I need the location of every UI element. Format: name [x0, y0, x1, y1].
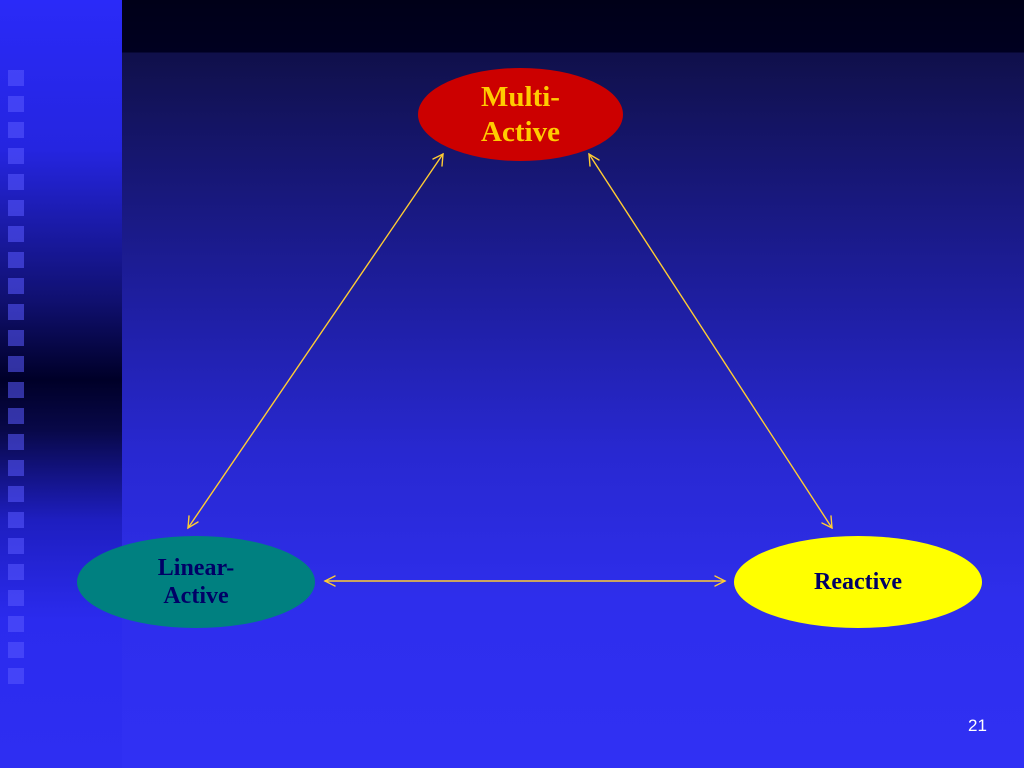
linear-active-label-line1: Linear- [157, 554, 235, 581]
linear-active-node: Linear- Active [77, 536, 315, 628]
reactive-node: Reactive [734, 536, 982, 628]
multi-active-node: Multi- Active [418, 68, 623, 161]
left-decorative-strip [0, 0, 122, 768]
multi-active-label-line2: Active [481, 115, 560, 148]
arrow-linear-reactive [323, 575, 727, 587]
multi-active-label-line1: Multi- [481, 81, 560, 114]
decorative-squares [8, 70, 26, 710]
arrow-multi-linear [187, 152, 444, 530]
arrow-multi-reactive [588, 152, 833, 530]
reactive-label: Reactive [814, 568, 902, 595]
linear-active-label-line2: Active [163, 583, 229, 609]
page-number: 21 [968, 716, 987, 735]
